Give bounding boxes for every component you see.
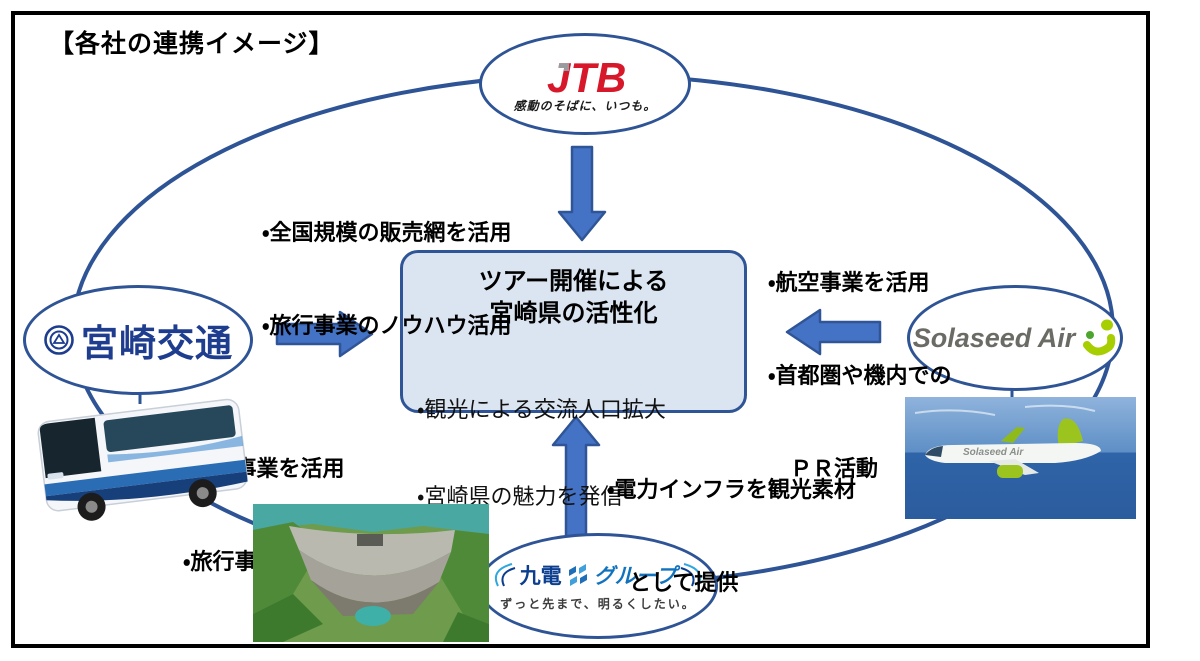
kyuden-note-2: として提供: [607, 570, 739, 595]
page-title: 【各社の連携イメージ】: [49, 30, 335, 58]
jtb-notes: ・全国規模の販売網を活用 ・旅行事業のノウハウ活用: [262, 155, 511, 403]
jtb-logo-ellipse: JTB J 感動のそばに、いつも。: [479, 33, 691, 135]
miyazaki-emblem-icon: [44, 325, 74, 355]
solaseed-note-2: ・首都圏や機内での: [768, 363, 952, 388]
kyuden-notes: ・電力インフラを観光素材 として提供 ・旅行事業（九電産業）の ノウハウ活用: [607, 412, 856, 661]
kyuden-note-1: ・電力インフラを観光素材: [607, 477, 856, 502]
svg-text:Solaseed Air: Solaseed Air: [963, 447, 1024, 458]
kyuden-dam-photo: [253, 504, 489, 642]
solaseed-note-1: ・航空事業を活用: [768, 270, 930, 295]
jtb-tagline: 感動のそばに、いつも。: [513, 98, 657, 113]
miyazaki-logo-ellipse: 宮崎交通: [23, 285, 253, 395]
jtb-note-1: ・全国規模の販売網を活用: [262, 220, 512, 245]
solaseed-smile-icon: [1083, 319, 1116, 356]
miyazaki-bus-photo: [28, 388, 260, 528]
miyazaki-logo-text: 宮崎交通: [81, 323, 233, 364]
jtb-logo: JTB J: [547, 55, 626, 99]
jtb-logo-j-gray-accent: J: [547, 55, 572, 99]
jtb-note-2: ・旅行事業のノウハウ活用: [262, 313, 512, 338]
solaseed-plane-photo: Solaseed Air: [905, 397, 1136, 519]
kyuden-tagline: ずっと先まで、明るくしたい。: [500, 597, 696, 611]
